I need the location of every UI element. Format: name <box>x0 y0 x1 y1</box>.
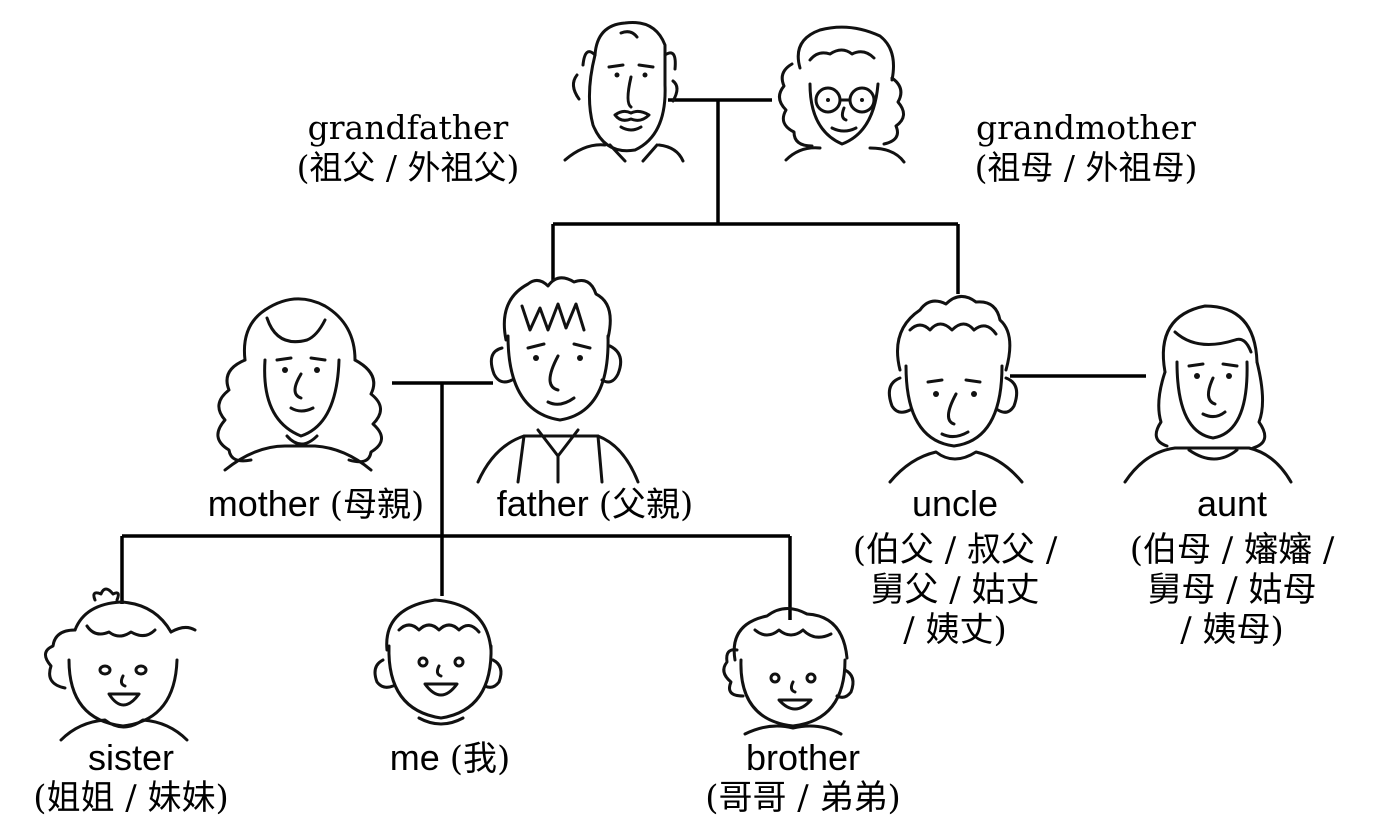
aunt-zh-line3: / 姨母) <box>1180 610 1284 650</box>
sister-en: sister <box>87 737 174 778</box>
brother-en: brother <box>745 737 861 778</box>
grandmother-label: grandmother (祖母 / 外祖母) <box>926 108 1246 188</box>
uncle-en: uncle <box>911 483 999 524</box>
uncle-label: uncle (伯父 / 叔父 / 舅父 / 姑丈 / 姨丈) <box>810 483 1100 651</box>
brother-label: brother (哥哥 / 弟弟) <box>668 737 938 819</box>
me-zh: (我) <box>449 739 511 779</box>
me-en: me <box>389 737 450 778</box>
uncle-zh-line3: / 姨丈) <box>903 610 1007 650</box>
grandfather-label: grandfather (祖父 / 外祖父) <box>258 108 558 188</box>
aunt-zh-line1: (伯母 / 嬸嬸 / <box>1129 530 1335 570</box>
uncle-zh-line2: 舅父 / 姑丈 <box>870 570 1040 610</box>
sister-portrait <box>44 587 197 742</box>
aunt-portrait <box>1123 304 1293 484</box>
me-portrait <box>373 598 503 726</box>
father-en: father <box>496 483 599 524</box>
brother-portrait <box>722 607 855 736</box>
mother-en: mother <box>207 483 330 524</box>
grandfather-en: grandfather <box>307 108 509 147</box>
mother-label: mother (母親) <box>186 483 446 526</box>
aunt-label: aunt (伯母 / 嬸嬸 / 舅母 / 姑母 / 姨母) <box>1097 483 1367 651</box>
father-zh: (父親) <box>598 485 694 525</box>
grandfather-portrait <box>563 20 685 163</box>
sister-label: sister (姐姐 / 妹妹) <box>0 737 262 819</box>
sister-zh: (姐姐 / 妹妹) <box>33 778 229 818</box>
father-portrait <box>476 276 640 484</box>
mother-zh: (母親) <box>329 485 425 525</box>
grandmother-en: grandmother <box>976 108 1196 147</box>
grandmother-zh: (祖母 / 外祖母) <box>974 148 1198 187</box>
aunt-en: aunt <box>1196 483 1268 524</box>
uncle-portrait <box>887 295 1024 484</box>
grandfather-zh: (祖父 / 外祖父) <box>296 148 520 187</box>
aunt-zh-line2: 舅母 / 姑母 <box>1147 570 1317 610</box>
mother-portrait <box>216 297 383 472</box>
brother-zh: (哥哥 / 弟弟) <box>705 778 901 818</box>
connector-lines <box>120 98 1146 620</box>
father-label: father (父親) <box>460 483 730 526</box>
me-label: me (我) <box>340 737 560 780</box>
uncle-zh-line1: (伯父 / 叔父 / <box>852 530 1058 570</box>
grandmother-portrait <box>778 25 906 164</box>
